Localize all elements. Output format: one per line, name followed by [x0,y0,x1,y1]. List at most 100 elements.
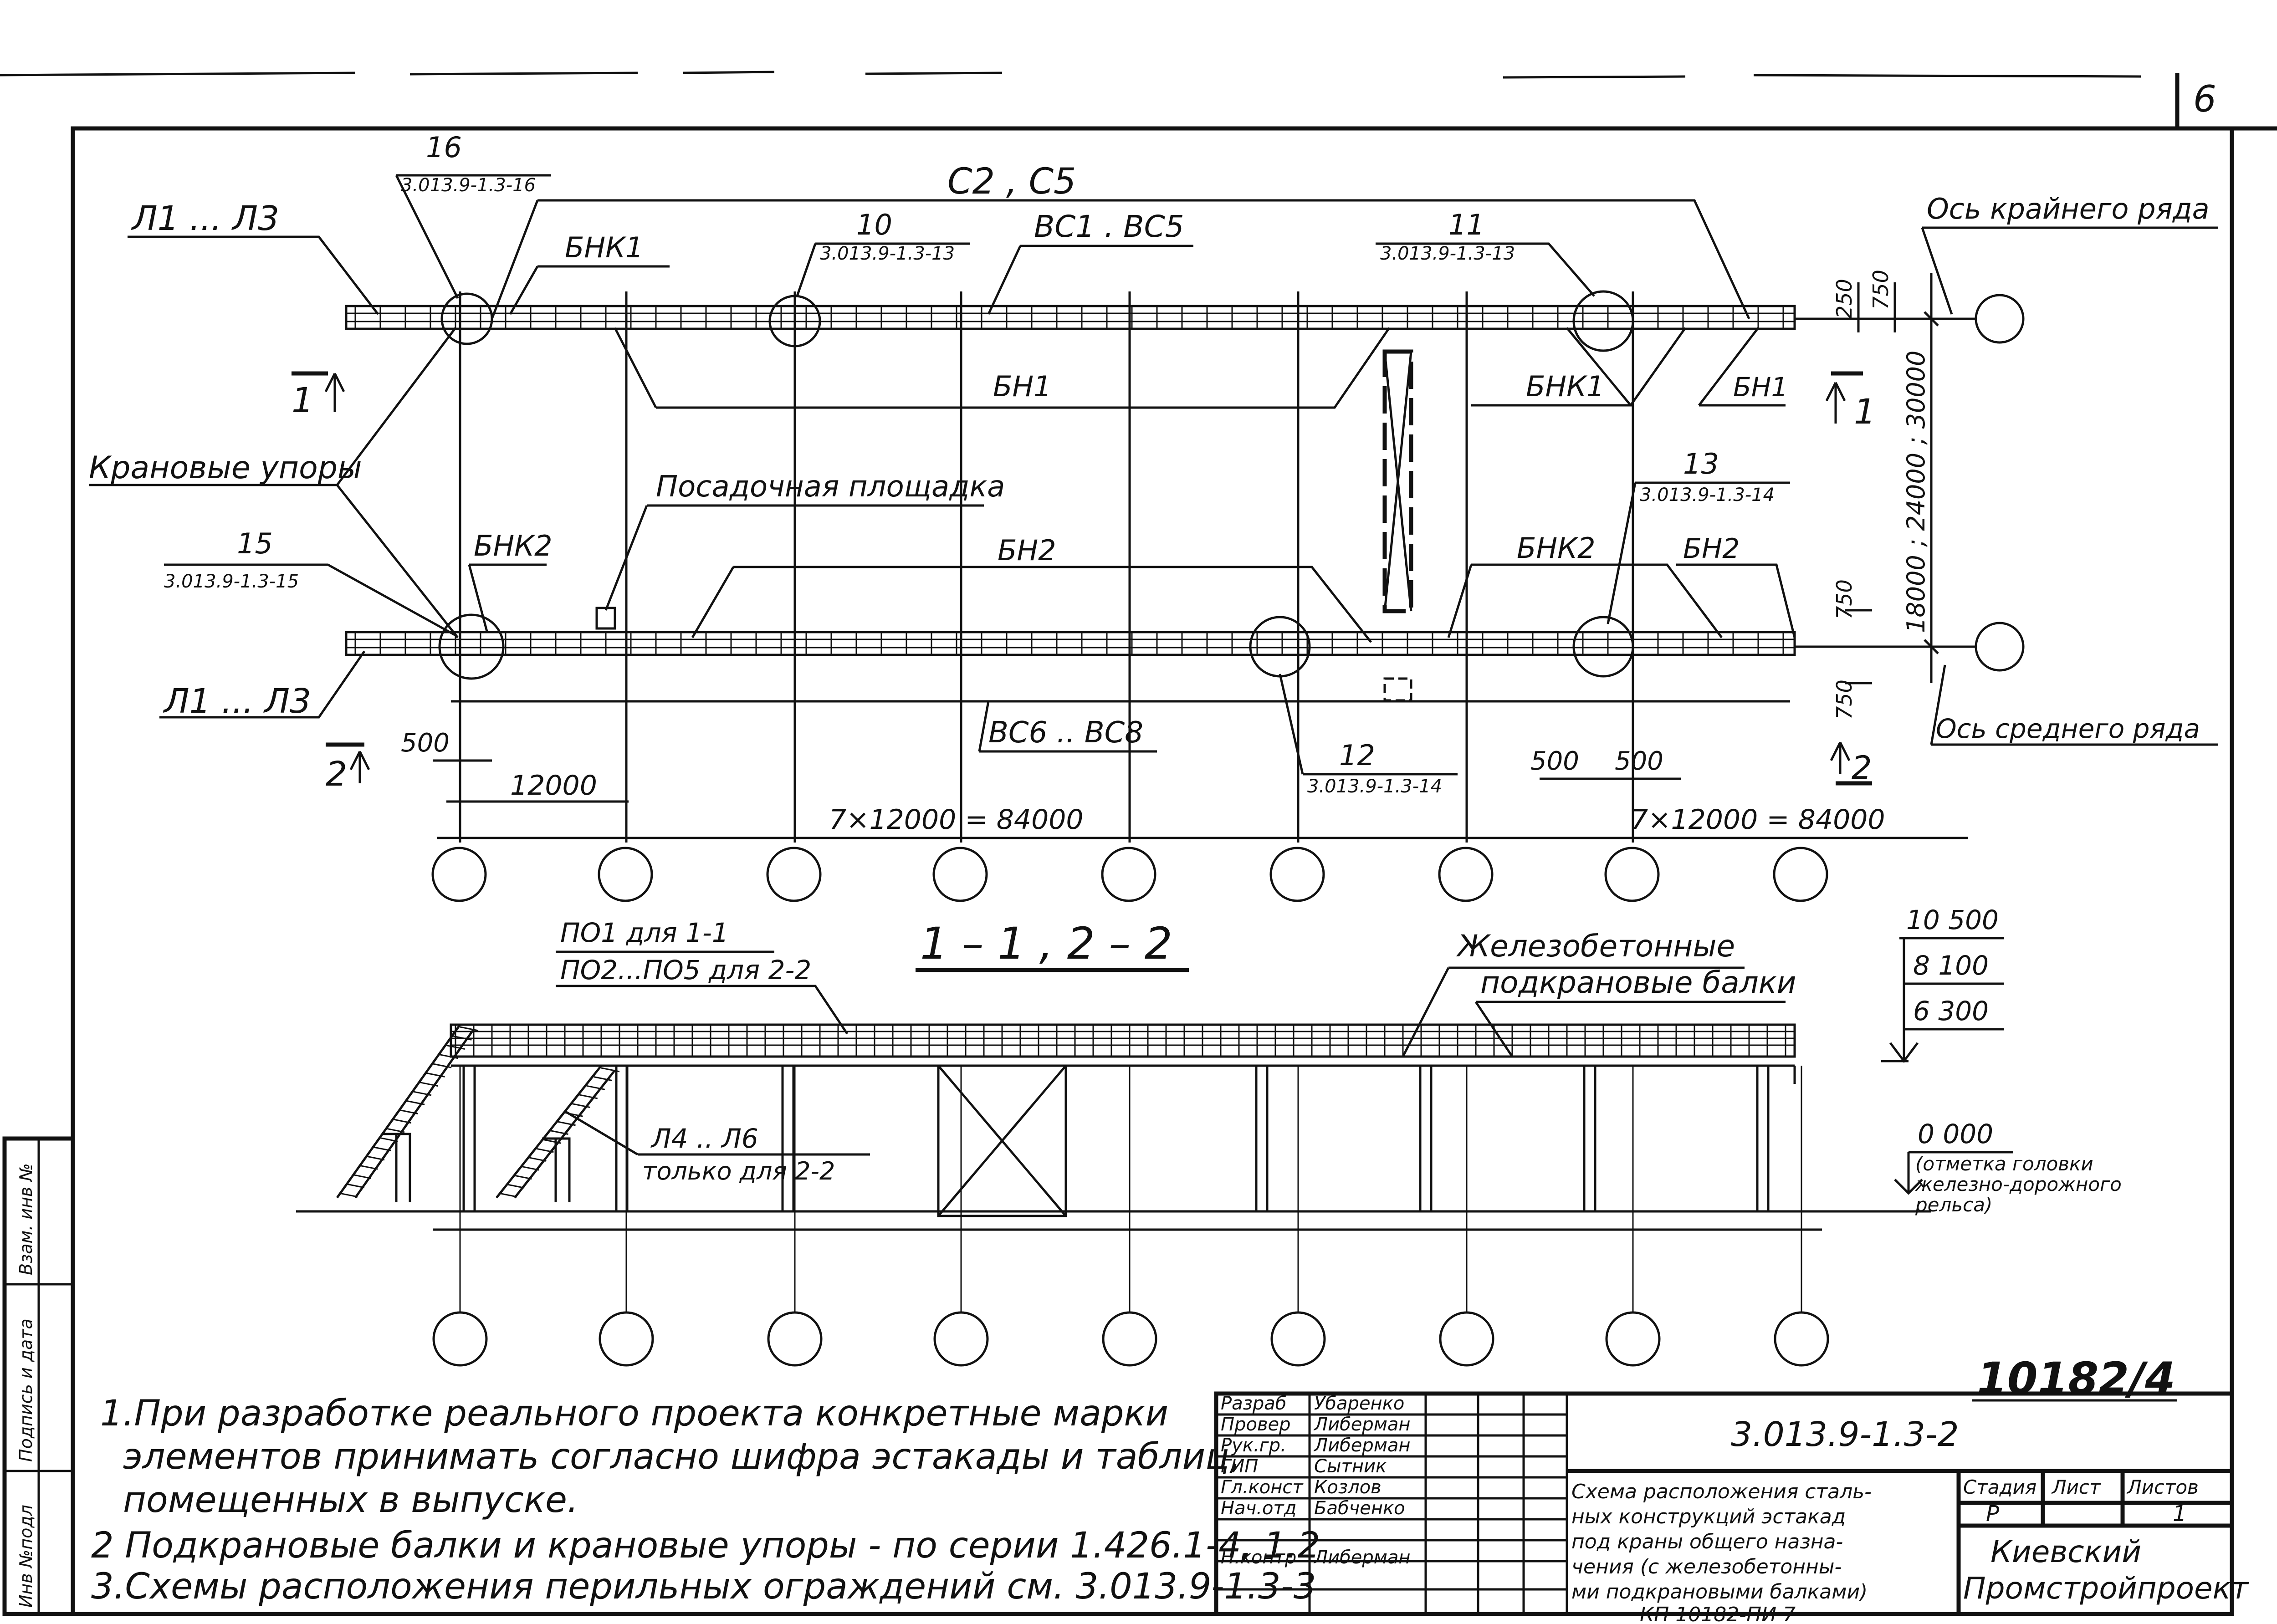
stamp-role: Рук.гр. [1221,1435,1286,1456]
grid-bubble [1270,1311,1326,1367]
note-1-end: помещенных в выпуске. [123,1480,578,1521]
stamp-name: Либерман [1313,1414,1411,1435]
stamp-sheet-hdr: Лист [2051,1476,2101,1498]
stair-rung [346,1183,365,1189]
dim-500-b: 500 [1615,746,1663,776]
node-12-num: 12 [1339,739,1375,772]
po-line1: ПО1 для 1-1 [560,917,729,948]
dim-total-left: 7×12000 = 84000 [829,804,1084,836]
stair-rung [594,1076,613,1082]
detail-circle-15 [438,613,505,680]
stair-rung [520,1165,539,1171]
node-15-num: 15 [237,527,273,560]
label-L1-L3-top: Л1 ... Л3 [131,199,279,238]
column [615,1064,629,1213]
stair-rung [557,1121,576,1126]
dim-500-left: 500 [401,728,450,758]
stair-rung [406,1100,425,1105]
elev-10500: 10 500 [1906,904,1999,935]
axis-bubble-outer [1975,294,2025,344]
column [1255,1064,1269,1213]
bottom-beam-row [345,631,1796,656]
stamp-name: Сытник [1314,1456,1387,1477]
stair-rung [579,1094,598,1099]
grid-bubble [1605,1311,1661,1367]
detail-circle-11 [1572,290,1634,352]
stair-rung [413,1091,432,1096]
svg-text:1: 1 [1854,391,1876,432]
side-inv: Инв №подл [16,1505,36,1608]
grid-bubble [431,847,487,902]
stair-rung [446,1045,465,1050]
dim-12000: 12000 [510,770,597,802]
corner-number: 6 [2193,78,2216,120]
node-11-ref: 3.013.9-1.3-13 [1380,243,1515,264]
dim-total-right: 7×12000 = 84000 [1631,804,1885,836]
label-bc1-bc5: ВС1 . ВС5 [1034,209,1184,244]
stair-left [336,1024,479,1202]
node-13-num: 13 [1683,447,1719,480]
section-mark-2-right: 2 [1830,741,1872,786]
stamp-name: Козлов [1314,1477,1382,1498]
node-10-ref: 3.013.9-1.3-13 [820,243,955,264]
grid-bubble [767,1311,823,1367]
label-L1-L3-bottom: Л1 ... Л3 [163,682,311,721]
dim-750-bot: 750 [1832,679,1857,720]
grid-bubbles-plan [431,847,1828,902]
stamp-org-2: Промстройпроект [1963,1571,2249,1606]
node-10-num: 10 [856,208,892,241]
axis-outer-label: Ось крайнего ряда [1927,192,2210,225]
node-12-ref: 3.013.9-1.3-14 [1307,776,1442,797]
label-crane-stops: Крановые упоры [89,450,362,486]
side-podpis: Подпись и дата [16,1318,36,1462]
stamp-role: Гл.конст [1221,1477,1304,1498]
grid-bubble [1439,1311,1494,1367]
stair-rung [426,1072,445,1078]
label-bc6-bc8: ВС6 .. ВС8 [988,716,1143,750]
stair-rung [572,1103,591,1108]
node-11-num: 11 [1448,208,1484,241]
note-1: 1.При разработке реального проекта конкр… [100,1393,1168,1434]
stair-rung [359,1164,378,1170]
grid-bubble [1101,847,1156,902]
svg-text:2: 2 [326,755,347,794]
stamp-title-line: Схема расположения сталь- [1571,1480,1872,1503]
stamp-title-line: под краны общего назна- [1571,1530,1843,1553]
svg-text:2: 2 [1852,749,1872,786]
svg-text:1: 1 [292,380,313,420]
stamp-name: Либерман [1313,1547,1411,1568]
section-mark-1-right: 1 [1825,371,1876,432]
detail-circle-12 [1249,616,1311,678]
stair-rung [453,1035,472,1041]
dim-500-a: 500 [1530,746,1579,776]
node-15-ref: 3.013.9-1.3-15 [164,571,299,592]
stamp-name: Убаренко [1314,1393,1404,1414]
label-bnk1-a: БНК1 [565,231,644,264]
grid-bubble [1102,1311,1157,1367]
grid-bubble [766,847,822,902]
section-mark-1-left: 1 [292,371,345,420]
stair-rung [420,1082,438,1087]
general-notes: 1.При разработке реального проекта конкр… [91,1393,1320,1607]
section-view: 1 – 1 , 2 – 2 ПО1 для 1-1 ПО2...ПО5 для … [296,904,2122,1367]
label-bnk2-a: БНК2 [474,529,553,562]
grid-bubble [1774,1311,1829,1367]
plan-view: С2 , С5 Л1 ... Л3 16 3.013.9-1.3-16 БНК1… [89,131,2218,902]
stamp-role: ГИП [1221,1456,1258,1477]
stair-rung [386,1128,405,1133]
elev-0: 0 000 [1918,1118,1993,1149]
stair-rung [373,1146,391,1152]
label-bnk1-b: БНК1 [1526,370,1605,403]
stamp-role: Разраб [1221,1393,1286,1414]
note-1-cont: элементов принимать согласно шифра эстак… [123,1436,1241,1477]
elevation-marks: 10 500 8 100 6 300 0 000 (отметка головк… [1881,904,2122,1216]
stamp-name: Бабченко [1314,1498,1405,1519]
heading-c2c5: С2 , С5 [947,161,1076,202]
grid-bubble [432,1311,488,1367]
stamp-sheets-val: 1 [2173,1501,2187,1527]
stair-rung [440,1054,459,1059]
elev-0-note3: рельса) [1915,1194,1992,1216]
elev-8100: 8 100 [1913,950,1989,981]
